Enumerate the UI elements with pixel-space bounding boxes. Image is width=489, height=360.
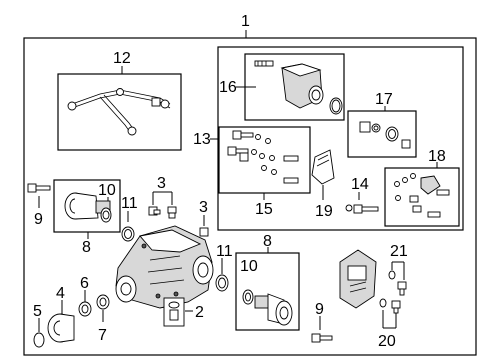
callout-13: 13 [193, 131, 211, 148]
axle-seal-ring-icon-10-left [100, 207, 112, 223]
bolt-icon-20 [379, 298, 401, 314]
callout-4: 4 [56, 285, 65, 302]
callout-18: 18 [428, 148, 446, 165]
callout-8-right: 8 [263, 233, 272, 250]
callout-9-left: 9 [34, 211, 43, 228]
bolt-icon-9-left [27, 183, 51, 193]
seal-ring-icon-5 [33, 332, 45, 348]
bracket-frame-18 [384, 167, 460, 227]
callout-21: 21 [390, 243, 408, 260]
callout-8-left: 8 [82, 239, 91, 256]
rear-differential-assembly-icon [115, 225, 214, 309]
callout-15: 15 [255, 201, 273, 218]
callout-16: 16 [219, 79, 237, 96]
flange-frame-8-left [53, 179, 121, 233]
control-module-icon [339, 249, 377, 309]
callout-12: 12 [113, 50, 131, 67]
callout-2: 2 [195, 304, 204, 321]
mounting-bracket-icon [394, 173, 450, 218]
output-flange-icon-right [242, 289, 293, 326]
callout-11-right: 11 [216, 243, 233, 260]
callout-11-left: 11 [121, 195, 138, 212]
callout-3b: 3 [199, 199, 208, 216]
output-flange-icon-left [64, 192, 111, 220]
axle-seal-ring-icon-11-right [215, 274, 229, 292]
breather-tube-icon [67, 88, 171, 136]
fill-plug-icon [167, 206, 177, 219]
bracket-icon-19 [311, 149, 335, 185]
bolt-icon-14 [345, 204, 379, 214]
callout-5: 5 [33, 303, 42, 320]
axle-seal-ring-icon-11-left [121, 226, 135, 242]
callout-17: 17 [375, 91, 393, 108]
outer-frame [23, 37, 477, 356]
callout-10-left: 10 [98, 182, 116, 199]
sensor-frame-17 [347, 110, 417, 158]
callout-19: 19 [315, 203, 333, 220]
bolt-icon-9-right [311, 333, 333, 343]
bolt-icon-21 [388, 270, 407, 296]
seal-kit-icon [227, 130, 299, 184]
locking-actuator-motor-icon [254, 60, 343, 115]
temperature-sensor-icon [359, 121, 411, 149]
callout-7: 7 [98, 327, 107, 344]
plug-icon-3b [199, 227, 209, 237]
output-flange-icon-4 [47, 313, 75, 343]
callout-9-right: 9 [315, 301, 324, 318]
callout-3a: 3 [157, 175, 166, 192]
seal-ring-icon-7 [96, 294, 110, 310]
callout-6: 6 [80, 275, 89, 292]
drain-plug-icon [148, 206, 161, 216]
breather-frame-12 [57, 73, 182, 151]
mount-nut-icon [163, 297, 185, 327]
callout-14: 14 [351, 176, 369, 193]
callout-20: 20 [378, 333, 396, 350]
seal-ring-icon-6 [78, 301, 92, 317]
callout-10-right: 10 [240, 258, 258, 275]
callout-1: 1 [241, 13, 250, 30]
